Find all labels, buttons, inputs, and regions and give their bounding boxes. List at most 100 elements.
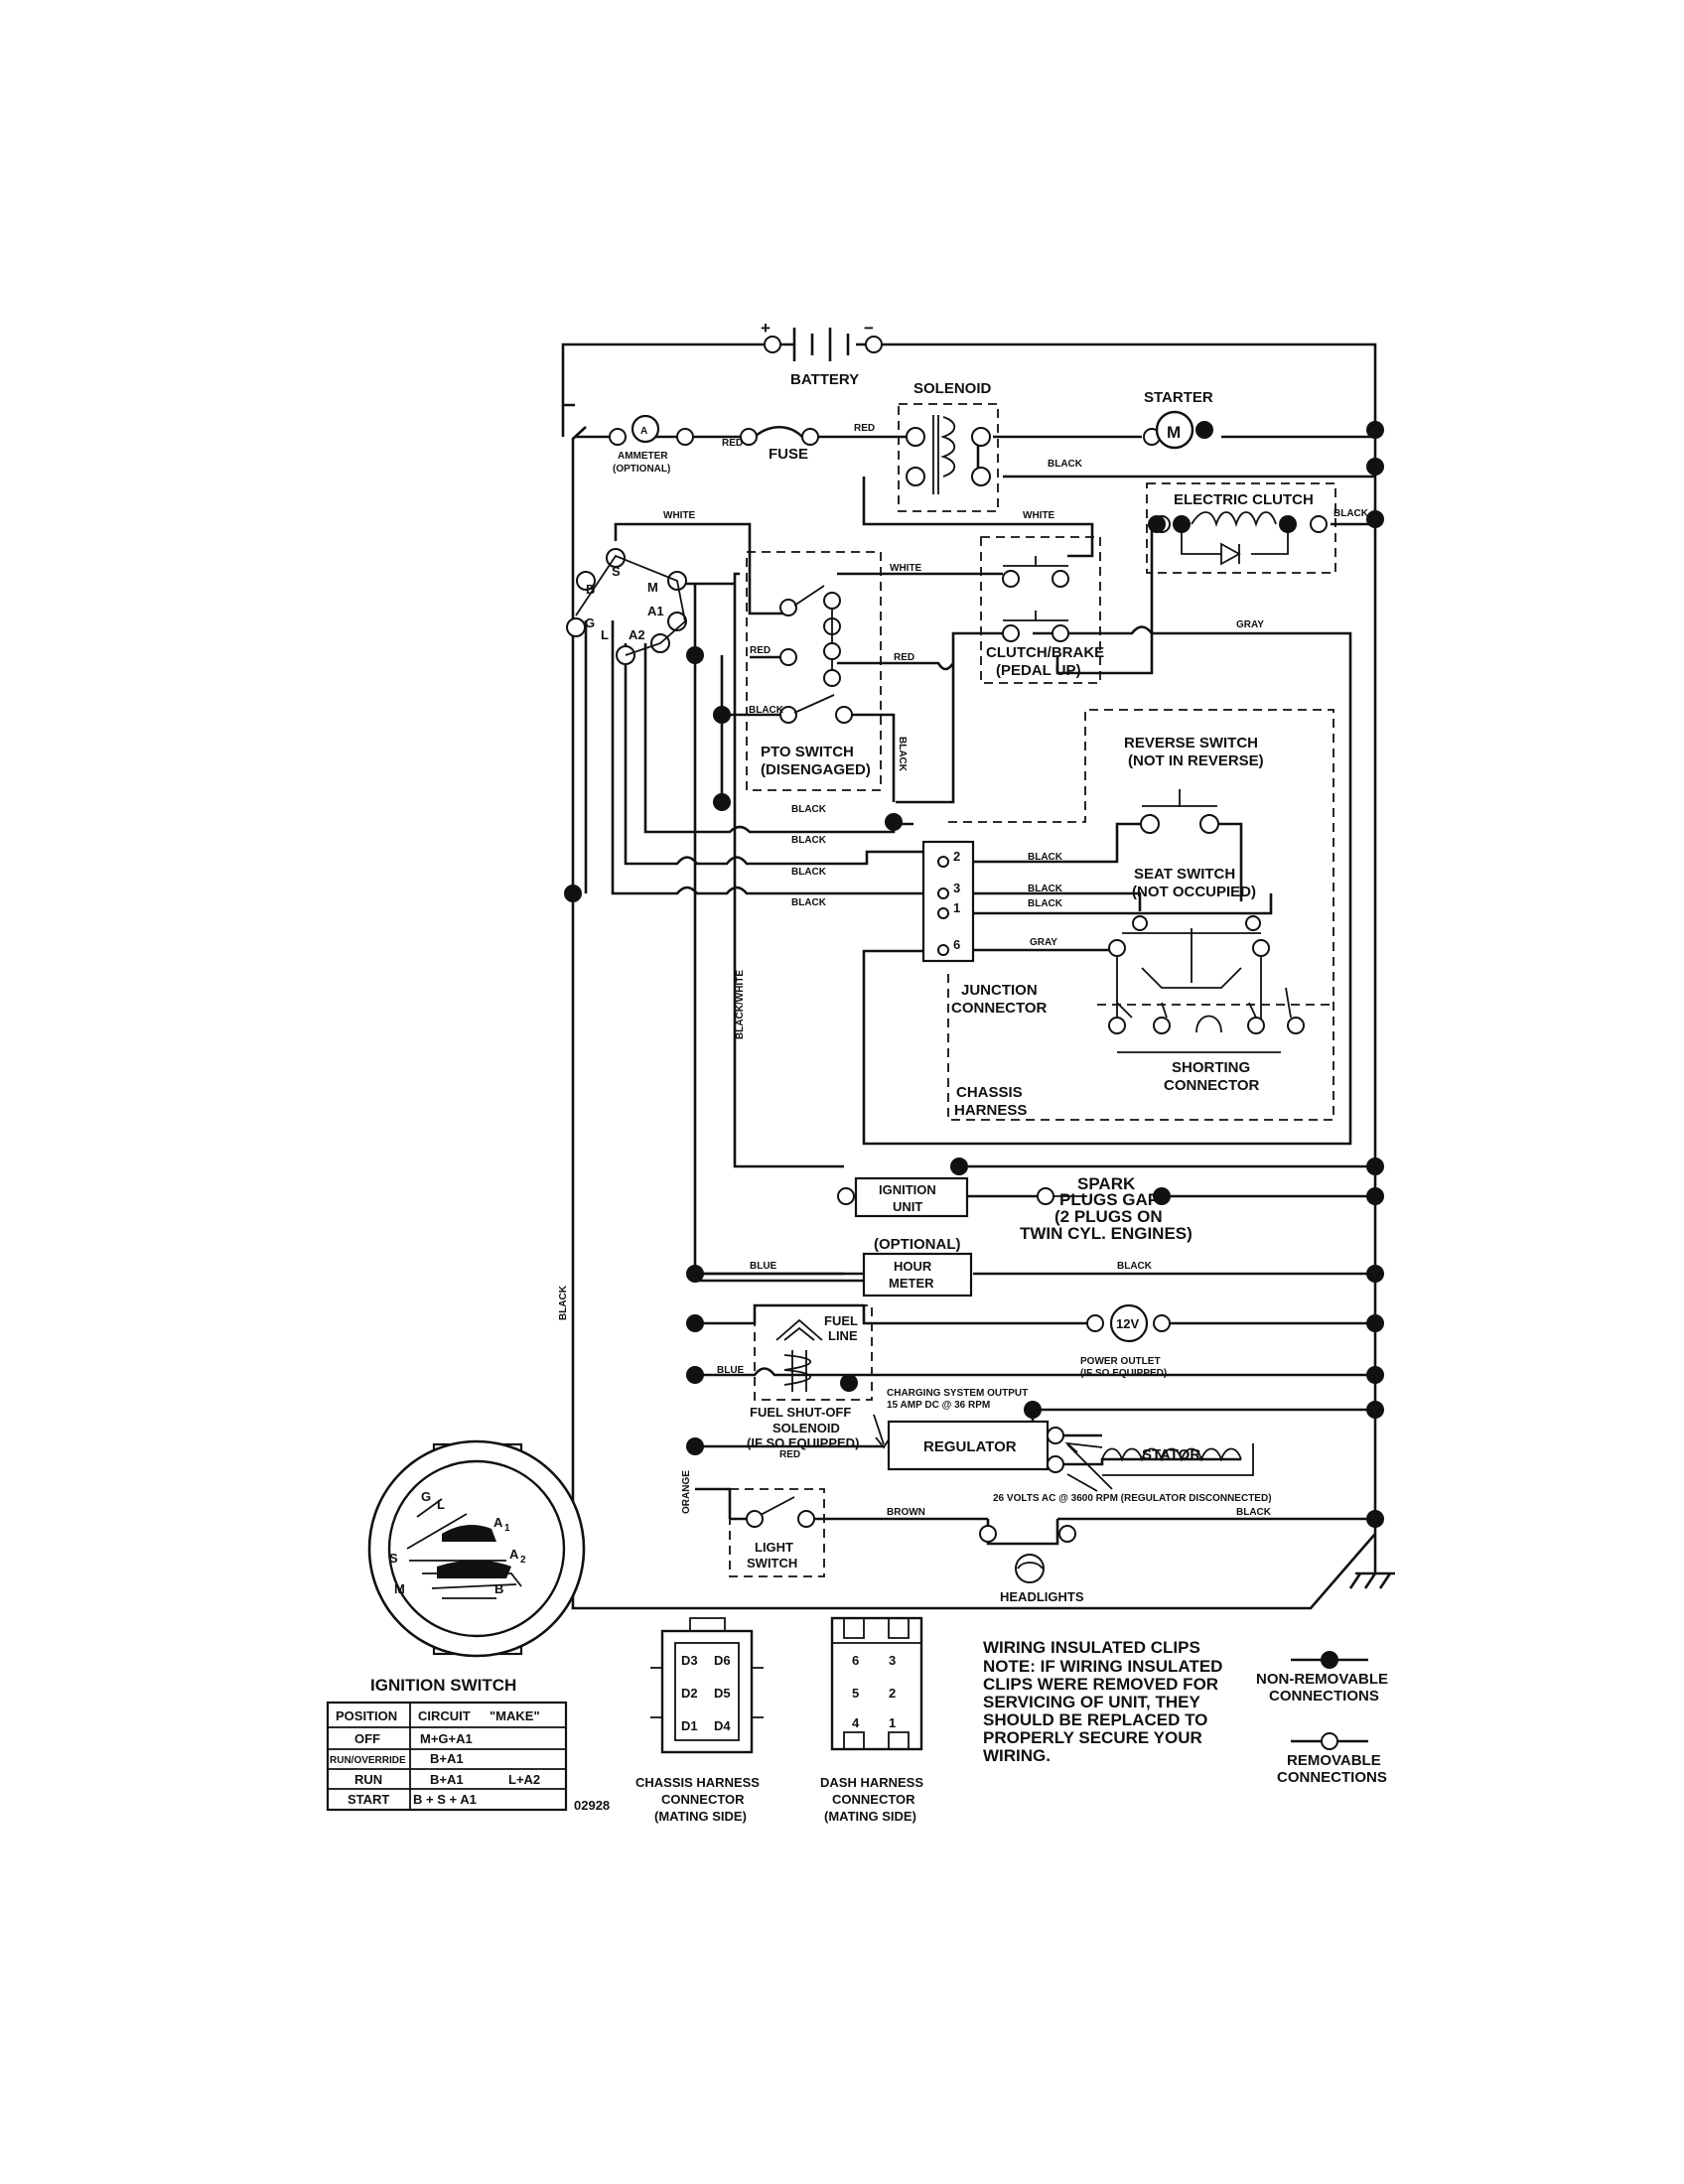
- table-row-position: RUN: [354, 1772, 382, 1787]
- solenoid-label: SOLENOID: [913, 380, 992, 397]
- clutch-brake-switch: CLUTCH/BRAKE (PEDAL UP) WHITE GRAY: [980, 510, 1264, 684]
- table-row-circuit: B+A1: [430, 1772, 464, 1787]
- wire-black-white: BLACK/WHITE: [735, 970, 746, 1039]
- legend-nonremovable-2: CONNECTIONS: [1269, 1688, 1379, 1705]
- headlights-label: HEADLIGHTS: [1000, 1589, 1084, 1604]
- chassis-connector-label-1: CHASSIS HARNESS: [635, 1775, 760, 1790]
- junction-label-2: CONNECTOR: [951, 1000, 1048, 1017]
- battery-label: BATTERY: [790, 371, 859, 388]
- dash-connector-label-3: (MATING SIDE): [824, 1809, 916, 1824]
- pto-label-1: PTO SWITCH: [761, 744, 854, 760]
- hour-meter: (OPTIONAL) HOUR METER BLUE BLACK: [750, 1236, 1153, 1297]
- seat-switch: SEAT SWITCH (NOT OCCUPIED): [1097, 866, 1335, 1053]
- dash-connector-label-2: CONNECTOR: [832, 1792, 915, 1807]
- fuel-shutoff-solenoid: FUEL LINE FUEL SHUT-OFF SOLENOID (IF SO …: [717, 1304, 873, 1450]
- table-row-position: OFF: [354, 1731, 380, 1746]
- ignition-unit-label-2: UNIT: [893, 1199, 922, 1214]
- fuse-label: FUSE: [769, 446, 808, 463]
- note-line: WIRING.: [983, 1746, 1051, 1765]
- chassis-pin: D3: [681, 1653, 698, 1668]
- legend-nonremovable-1: NON-REMOVABLE: [1256, 1671, 1388, 1688]
- diagram-number: 02928: [574, 1798, 610, 1813]
- wire-white-top: WHITE: [663, 510, 696, 521]
- wire-black-j3: BLACK: [1028, 884, 1063, 894]
- ignition-switch-table: IGNITION SWITCH POSITION CIRCUIT "MAKE" …: [326, 1676, 610, 1813]
- ign-terminal-l: L: [601, 627, 609, 642]
- ign-face-b: B: [494, 1581, 503, 1596]
- spark-label-3: (2 PLUGS ON: [1054, 1207, 1163, 1226]
- light-switch: LIGHT SWITCH ORANGE BROWN BLACK: [681, 1470, 1272, 1577]
- wire-orange: ORANGE: [681, 1470, 692, 1514]
- spark-label-1: SPARK: [1077, 1174, 1136, 1193]
- seat-switch-label-1: SEAT SWITCH: [1134, 866, 1235, 883]
- chassis-harness-connector: D3 D6 D2 D5 D1 D4 CHASSIS HARNESS CONNEC…: [635, 1617, 764, 1824]
- ign-terminal-a2: A2: [629, 627, 645, 642]
- wire-black-clutch: BLACK: [1333, 508, 1369, 519]
- regulator-label: REGULATOR: [923, 1438, 1017, 1455]
- table-row-position: START: [348, 1792, 389, 1807]
- chassis-pin: D6: [714, 1653, 731, 1668]
- chassis-connector-label-3: (MATING SIDE): [654, 1809, 747, 1824]
- battery-minus: −: [864, 319, 874, 338]
- ign-terminal-a1: A1: [647, 604, 664, 618]
- ign-face-a2-sub: 2: [520, 1555, 526, 1566]
- dash-pin: 5: [852, 1686, 859, 1701]
- charging-label-1: CHARGING SYSTEM OUTPUT: [887, 1388, 1028, 1399]
- dash-harness-connector: 6 3 5 2 4 1 DASH HARNESS CONNECTOR (MATI…: [820, 1616, 923, 1824]
- ammeter-optional: (OPTIONAL): [613, 464, 670, 475]
- pto-switch: PTO SWITCH (DISENGAGED) RED BLACK WHITE …: [746, 551, 922, 791]
- chassis-pin: D1: [681, 1718, 698, 1733]
- ign-face-m: M: [394, 1581, 405, 1596]
- light-switch-label-2: SWITCH: [747, 1556, 797, 1570]
- reverse-switch: REVERSE SWITCH (NOT IN REVERSE): [1124, 735, 1264, 834]
- wire-red-regulator: RED: [779, 1449, 800, 1460]
- regulator: CHARGING SYSTEM OUTPUT 15 AMP DC @ 36 RP…: [779, 1388, 1113, 1492]
- wire-white-pto: WHITE: [890, 563, 922, 574]
- wire-black-3: BLACK: [791, 867, 827, 878]
- wire-black-j2: BLACK: [1028, 852, 1063, 863]
- ignition-switch-face: G L A 1 A 2 S M B: [367, 1439, 586, 1658]
- legend: NON-REMOVABLE CONNECTIONS REMOVABLE CONN…: [1256, 1651, 1388, 1786]
- wire-gray-top: GRAY: [1236, 619, 1264, 630]
- ign-terminal-g: G: [585, 615, 595, 630]
- chassis-harness-label-2: HARNESS: [954, 1102, 1027, 1119]
- table-row-extra: L+A2: [508, 1772, 540, 1787]
- fuse: FUSE RED RED: [722, 423, 875, 463]
- chassis-pin: D2: [681, 1686, 698, 1701]
- wire-black-hour: BLACK: [1117, 1261, 1153, 1272]
- wire-black-pto: BLACK: [749, 705, 784, 716]
- ignition-switch-terminals: S M A1 A2 B G L: [566, 548, 687, 665]
- wire-black-headlights: BLACK: [1236, 1507, 1272, 1518]
- note-line: SHOULD BE REPLACED TO: [983, 1710, 1207, 1729]
- dash-pin: 2: [889, 1686, 896, 1701]
- ign-face-g: G: [421, 1489, 431, 1504]
- wire-black-solenoid: BLACK: [1048, 459, 1083, 470]
- stator: STATOR 26 VOLTS AC @ 3600 RPM (REGULATOR…: [993, 1443, 1272, 1504]
- electric-clutch-label: ELECTRIC CLUTCH: [1174, 491, 1314, 508]
- reverse-switch-label-1: REVERSE SWITCH: [1124, 735, 1258, 751]
- charging-label-2: 15 AMP DC @ 36 RPM: [887, 1400, 990, 1411]
- table-header-make: "MAKE": [490, 1708, 540, 1723]
- electric-clutch: ELECTRIC CLUTCH BLACK: [1146, 482, 1369, 574]
- starter-label: STARTER: [1144, 389, 1213, 406]
- power-outlet-label-1: POWER OUTLET: [1080, 1356, 1161, 1367]
- ign-face-a2: A: [509, 1547, 519, 1562]
- chassis-harness-label-1: CHASSIS: [956, 1084, 1023, 1101]
- junction-pin-1: 1: [953, 900, 960, 915]
- junction-pin-6: 6: [953, 937, 960, 952]
- wire-brown: BROWN: [887, 1507, 925, 1518]
- ign-face-s: S: [389, 1551, 398, 1566]
- dash-pin: 6: [852, 1653, 859, 1668]
- ammeter-label: AMMETER: [618, 451, 668, 462]
- power-outlet: 12V POWER OUTLET (IF SO EQUIPPED): [1080, 1303, 1171, 1379]
- wire-red-pto: RED: [750, 645, 771, 656]
- wire-red-pto-2: RED: [894, 652, 914, 663]
- note-line: PROPERLY SECURE YOUR: [983, 1728, 1202, 1747]
- pto-label-2: (DISENGAGED): [761, 761, 871, 778]
- power-outlet-label-2: (IF SO EQUIPPED): [1080, 1368, 1167, 1379]
- chassis-pin: D4: [714, 1718, 731, 1733]
- hour-meter-optional: (OPTIONAL): [874, 1236, 961, 1253]
- ign-face-a1: A: [493, 1515, 503, 1530]
- wiring-note: WIRING INSULATED CLIPS NOTE: IF WIRING I…: [983, 1638, 1222, 1765]
